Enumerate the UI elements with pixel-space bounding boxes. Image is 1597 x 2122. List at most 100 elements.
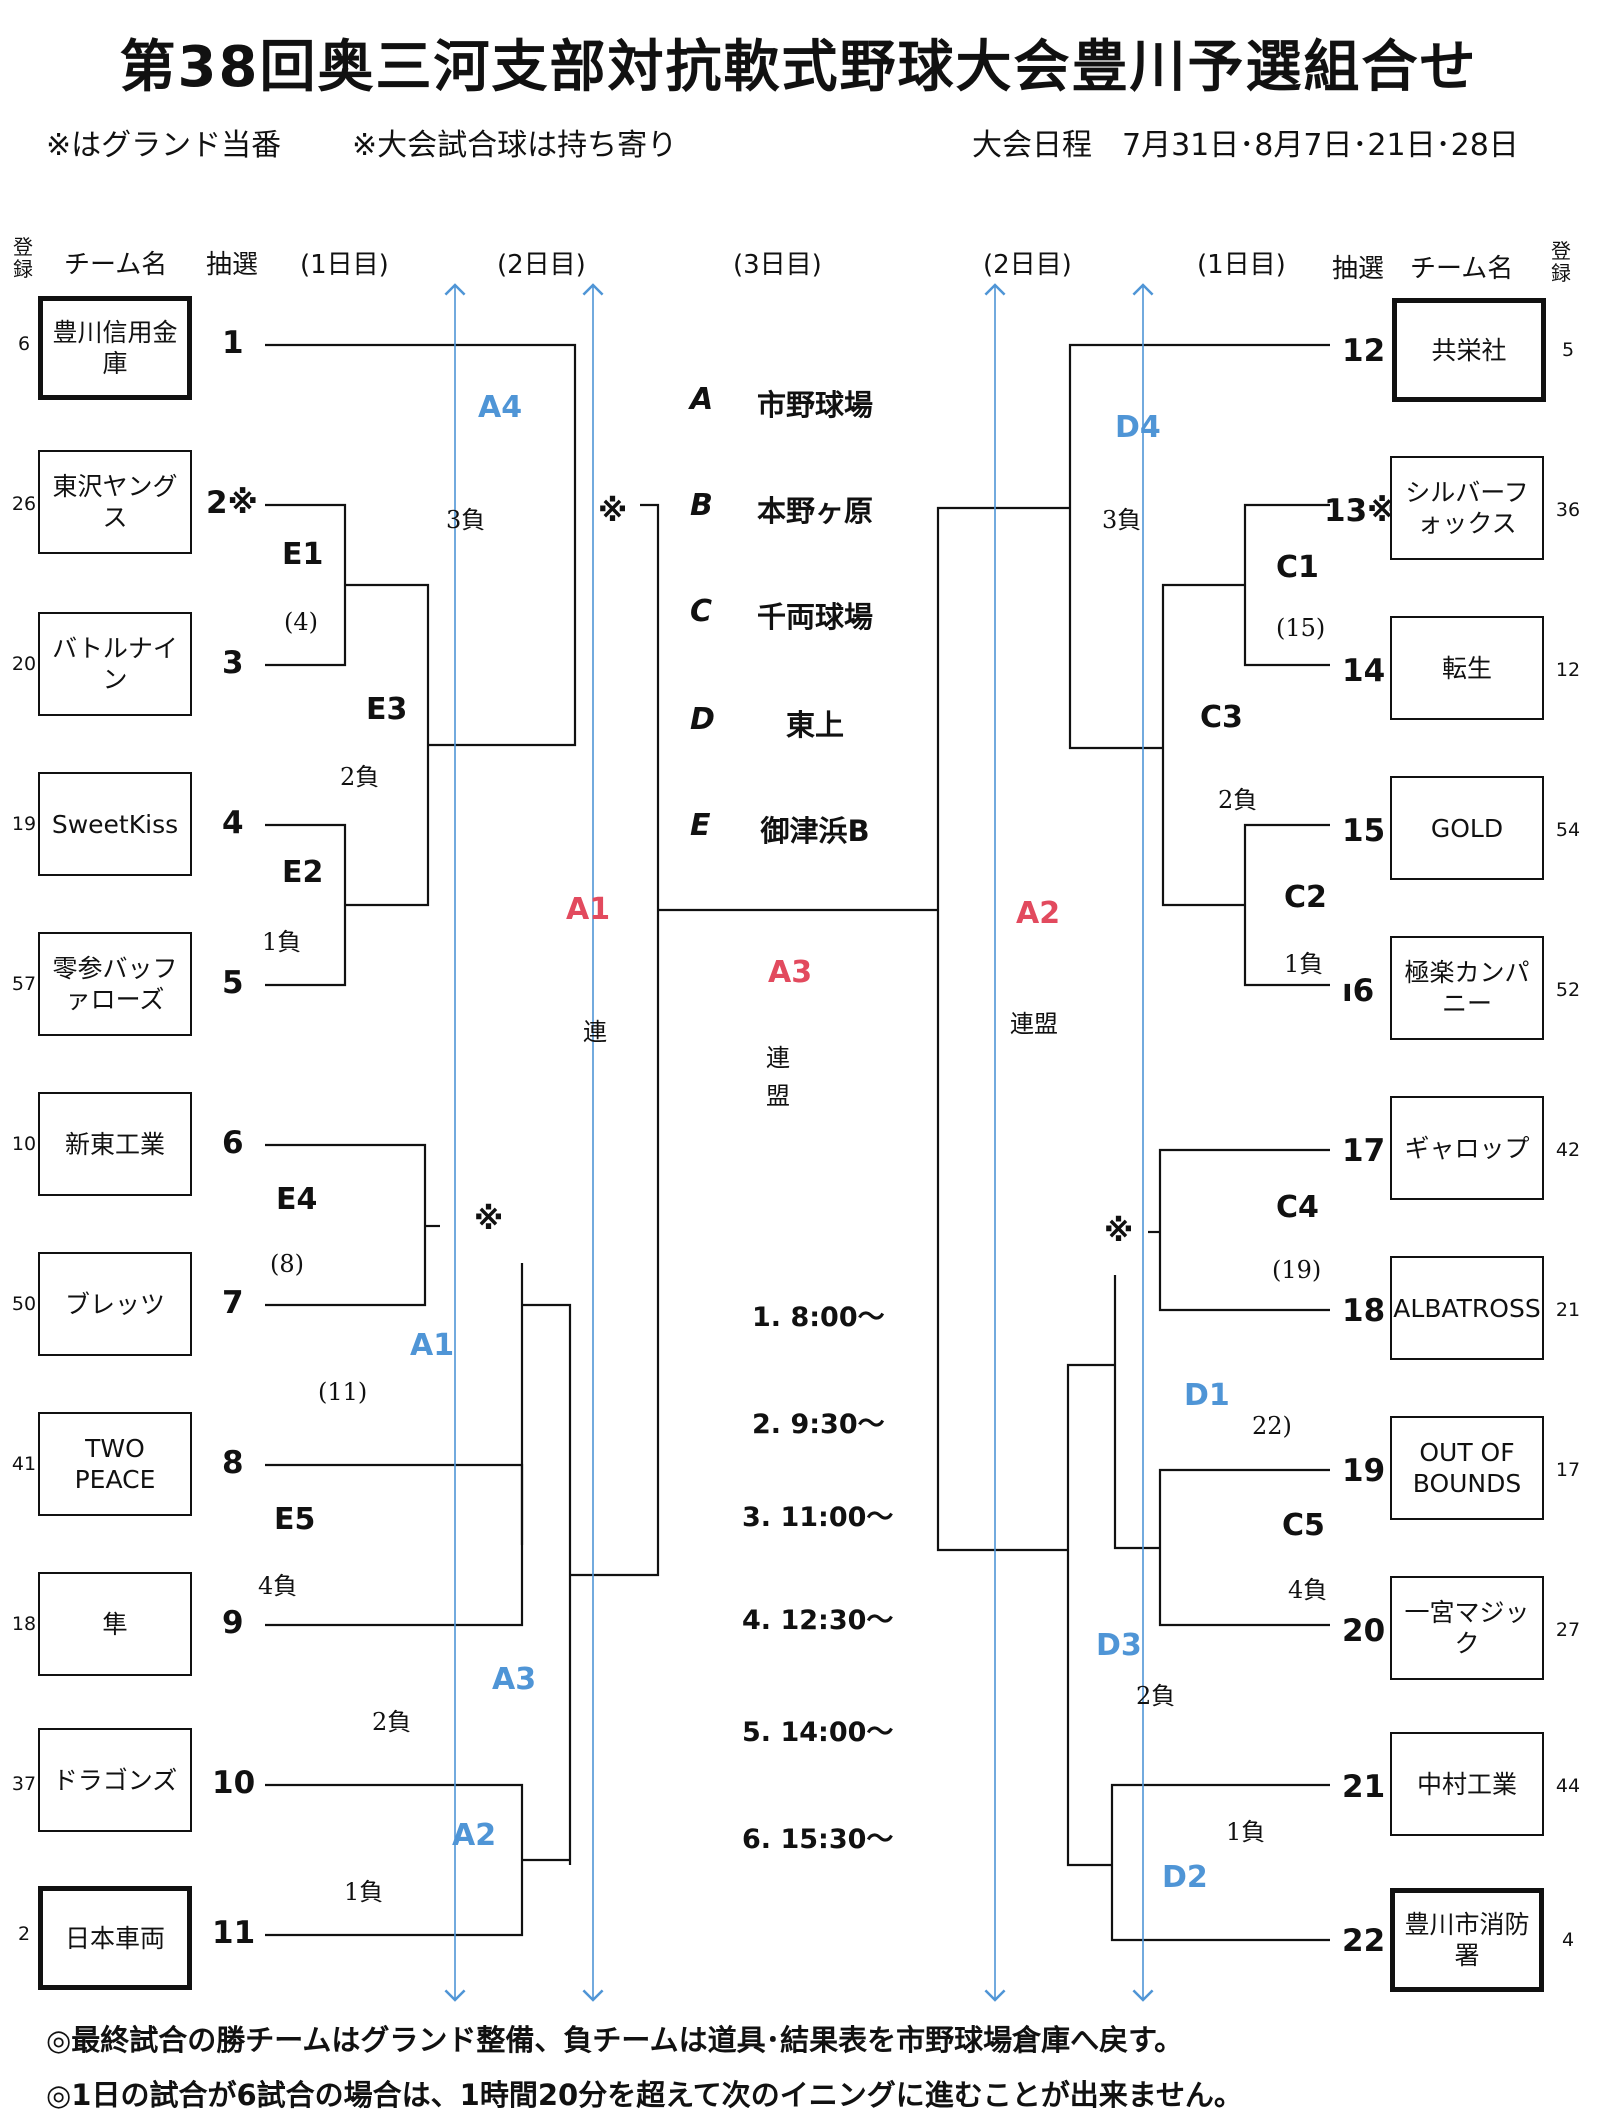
bracket-line-e3 — [345, 583, 430, 907]
time-2: 2. 9:30～ — [752, 1409, 885, 1440]
schedule-note: 大会日程 7月31日･8月7日･21日･28日 — [972, 128, 1519, 163]
game-label-a2-left: A2 — [452, 1818, 497, 1853]
game-label-c5: C5 — [1282, 1508, 1325, 1543]
game-label-e3: E3 — [366, 692, 408, 727]
left-reg-2: 26 — [11, 493, 37, 515]
left-team-1: 豊川信用金庫 — [38, 296, 192, 400]
bracket-line-e4 — [265, 1143, 427, 1307]
footer-note-1: ◎最終試合の勝チームはグランド整備、負チームは道具･結果表を市野球場倉庫へ戻す。 — [46, 2023, 1184, 2057]
right-reg-13: 36 — [1555, 499, 1581, 521]
game-label-d3: D3 — [1096, 1628, 1142, 1663]
time-5: 5. 14:00～ — [742, 1717, 894, 1748]
bracket-line-c4 — [1158, 1148, 1330, 1312]
bracket-line-e2 — [265, 823, 347, 987]
right-team-20: 一宮マジック — [1390, 1576, 1544, 1680]
game-num-22: 22) — [1252, 1412, 1292, 1440]
game-label-a1-left: A1 — [410, 1328, 455, 1363]
bracket-line-a2-left — [265, 1783, 524, 1937]
left-draw-6: 6 — [222, 1125, 244, 1161]
right-team-13: シルバーフォックス — [1390, 456, 1544, 560]
page-title: 第38回奥三河支部対抗軟式野球大会豊川予選組合せ — [119, 35, 1478, 100]
left-reg-6: 10 — [11, 1133, 37, 1155]
game-label-a3-red: A3 — [768, 955, 813, 990]
left-draw-7: 7 — [222, 1285, 244, 1321]
header-day1-right: (1日目) — [1197, 250, 1286, 280]
game-num-15: (15) — [1276, 614, 1326, 642]
header-day2-right: (2日目) — [983, 250, 1072, 280]
game-label-a2-red: A2 — [1016, 896, 1061, 931]
renmei-mei: 盟 — [766, 1082, 790, 1110]
right-team-22: 豊川市消防署 — [1390, 1888, 1544, 1992]
ren-label: 連 — [583, 1018, 607, 1046]
bracket-line-c3 — [1161, 583, 1245, 907]
renmei-label: 連盟 — [1010, 1010, 1058, 1038]
header-reg-right: 登録 — [1551, 239, 1571, 285]
right-team-16: 極楽カンパニー — [1390, 936, 1544, 1040]
ground-mark-left-1: ※ — [598, 494, 628, 529]
time-4: 4. 12:30～ — [742, 1605, 894, 1636]
left-team-11: 日本車両 — [38, 1886, 192, 1990]
balls-note: ※大会試合球は持ち寄り — [352, 128, 678, 163]
right-draw-19: 19 — [1342, 1453, 1386, 1489]
right-draw-16: ı6 — [1342, 973, 1375, 1009]
venue-name-c: 千両球場 — [756, 600, 873, 634]
venue-name-d: 東上 — [785, 708, 844, 742]
right-reg-22: 4 — [1561, 1929, 1575, 1951]
left-team-6: 新東工業 — [38, 1092, 192, 1196]
loss-label-2d: 2負 — [1136, 1682, 1176, 1710]
loss-label-2b: 2負 — [372, 1708, 412, 1736]
right-team-14: 転生 — [1390, 616, 1544, 720]
venue-letter-e: E — [690, 808, 711, 843]
right-draw-14: 14 — [1342, 653, 1386, 689]
right-team-21: 中村工業 — [1390, 1732, 1544, 1836]
left-reg-8: 41 — [11, 1453, 37, 1475]
right-team-19: OUT OF BOUNDS — [1390, 1416, 1544, 1520]
time-6: 6. 15:30～ — [742, 1824, 894, 1855]
bracket-line-right-1 — [1068, 343, 1330, 750]
bracket-line-d3 — [1066, 1363, 1115, 1867]
game-label-c1: C1 — [1276, 550, 1319, 585]
game-label-e4: E4 — [276, 1182, 318, 1217]
loss-label-2a: 2負 — [340, 763, 380, 791]
left-reg-10: 37 — [11, 1773, 37, 1795]
loss-label-4a: 4負 — [258, 1572, 298, 1600]
bracket-line-e5 — [265, 1463, 524, 1627]
game-label-a3-left: A3 — [492, 1662, 537, 1697]
game-label-e1: E1 — [282, 537, 324, 572]
right-draw-18: 18 — [1342, 1293, 1386, 1329]
left-reg-3: 20 — [11, 653, 37, 675]
ground-mark-left-2: ※ — [474, 1202, 504, 1237]
left-draw-8: 8 — [222, 1445, 244, 1481]
right-draw-17: 17 — [1342, 1133, 1386, 1169]
game-label-d4: D4 — [1115, 410, 1161, 445]
header-day2-left: (2日目) — [497, 250, 586, 280]
game-label-a1-red-left: A1 — [566, 892, 611, 927]
bracket-line-a3-left — [522, 1303, 572, 1865]
game-label-e5: E5 — [274, 1502, 316, 1537]
bracket-line-left-1 — [265, 343, 577, 747]
bracket-line-d2 — [1110, 1783, 1330, 1942]
right-team-18: ALBATROSS — [1390, 1256, 1544, 1360]
right-reg-14: 12 — [1555, 659, 1581, 681]
left-team-8: TWO PEACE — [38, 1412, 192, 1516]
bracket-line-d1 — [1113, 1275, 1160, 1550]
game-num-11: (11) — [318, 1378, 368, 1406]
loss-label-3b: 3負 — [1102, 506, 1142, 534]
game-num-8: (8) — [270, 1250, 304, 1278]
left-draw-2: 2※ — [206, 485, 258, 521]
left-reg-9: 18 — [11, 1613, 37, 1635]
time-3: 3. 11:00～ — [742, 1502, 894, 1533]
loss-label-1a: 1負 — [262, 928, 302, 956]
left-draw-9: 9 — [222, 1605, 244, 1641]
bracket-line-left-semi — [570, 503, 660, 1577]
footer-note-2: ◎1日の試合が6試合の場合は、1時間20分を超えて次のイニングに進むことが出来ま… — [46, 2078, 1243, 2112]
right-draw-21: 21 — [1342, 1769, 1386, 1805]
renmei-ren: 連 — [766, 1044, 790, 1072]
left-team-10: ドラゴンズ — [38, 1728, 192, 1832]
bracket-line-e1 — [265, 503, 347, 667]
venue-name-b: 本野ヶ原 — [756, 494, 873, 528]
right-draw-15: 15 — [1342, 813, 1386, 849]
left-team-3: バトルナイン — [38, 612, 192, 716]
game-label-c4: C4 — [1276, 1190, 1319, 1225]
